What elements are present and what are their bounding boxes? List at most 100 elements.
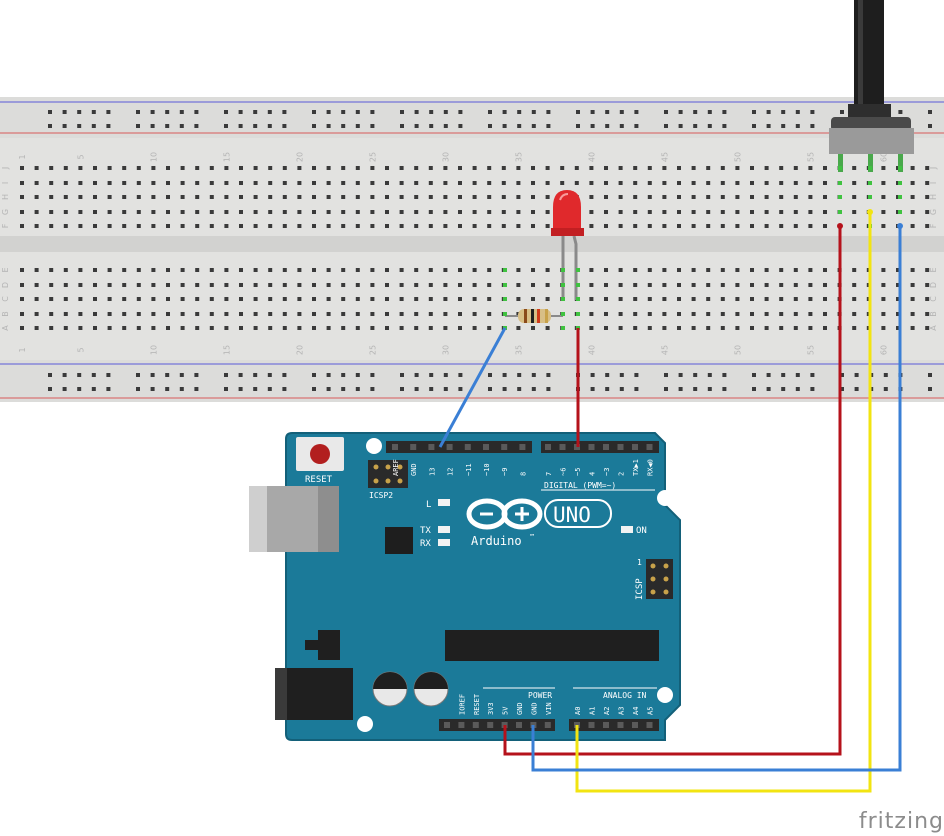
breadboard-hole [136, 210, 141, 214]
rail-hole [165, 110, 170, 114]
breadboard-hole [355, 166, 360, 170]
rail-hole [722, 110, 727, 114]
rail-hole [517, 373, 522, 377]
mounting-hole [657, 490, 673, 506]
breadboard-hole [545, 326, 550, 330]
breadboard-hole [706, 283, 711, 287]
breadboard-hole [34, 283, 39, 287]
breadboard-hole [779, 166, 784, 170]
rail-hole [752, 387, 756, 391]
breadboard-hole [136, 224, 141, 228]
rail-hole [752, 110, 756, 114]
breadboard-hole [107, 224, 112, 228]
rail-hole [590, 373, 595, 377]
breadboard-hole [487, 210, 492, 214]
rail-hole [429, 124, 434, 128]
breadboard-hole [326, 268, 331, 272]
breadboard-hole [764, 312, 769, 316]
breadboard-hole [49, 297, 54, 301]
breadboard-hole [136, 195, 141, 199]
digital-pin-label: ~5 [574, 468, 582, 476]
header-pin [472, 722, 479, 728]
breadboard-hole [107, 181, 112, 185]
breadboard-hole [312, 283, 316, 287]
connected-hole [868, 181, 872, 185]
breadboard-hole [574, 181, 579, 185]
breadboard-hole [282, 326, 287, 330]
analog-pin-label: A4 [632, 707, 640, 715]
analog-in-label: ANALOG IN [603, 691, 647, 700]
breadboard-hole [166, 297, 170, 301]
header-pin [501, 444, 508, 450]
reset-button [296, 437, 344, 471]
breadboard-hole [443, 224, 448, 228]
breadboard-hole [750, 195, 754, 199]
rail-hole [282, 124, 287, 128]
breadboard-hole [735, 224, 740, 228]
rail-hole [795, 124, 800, 128]
rail-hole [634, 373, 639, 377]
rail-hole [619, 373, 624, 377]
breadboard-hole [224, 166, 229, 170]
breadboard-hole [618, 312, 623, 316]
breadboard-hole [399, 283, 404, 287]
breadboard-hole [735, 195, 740, 199]
breadboard-hole [326, 283, 331, 287]
connected-hole [898, 166, 902, 170]
breadboard-hole [166, 283, 170, 287]
breadboard-hole [209, 297, 214, 301]
breadboard-hole [910, 283, 915, 287]
rail-hole [722, 387, 727, 391]
rail-hole [179, 124, 184, 128]
breadboard-hole [428, 166, 433, 170]
breadboard-hole [443, 312, 448, 316]
rail-hole [150, 124, 155, 128]
breadboard-hole [545, 224, 550, 228]
breadboard-hole [253, 268, 258, 272]
breadboard-hole [399, 166, 404, 170]
breadboard-hole [312, 195, 316, 199]
breadboard-hole [633, 297, 638, 301]
breadboard-hole [180, 181, 185, 185]
digital-pin-label: 7 [545, 472, 553, 476]
breadboard-hole [647, 268, 652, 272]
breadboard-hole [531, 283, 535, 287]
rail-hole [531, 373, 536, 377]
breadboard-hole [414, 181, 419, 185]
breadboard-hole [312, 312, 316, 316]
breadboard-hole [370, 181, 375, 185]
breadboard-hole [107, 297, 112, 301]
breadboard-hole [385, 268, 389, 272]
rail-hole [238, 124, 243, 128]
rail-hole [414, 124, 419, 128]
breadboard-hole [852, 312, 857, 316]
breadboard-hole [34, 195, 39, 199]
rail-hole [928, 110, 932, 114]
connected-hole [561, 312, 565, 316]
rail-hole [795, 387, 800, 391]
breadboard-hole [78, 210, 83, 214]
rail-hole [136, 124, 140, 128]
breadboard-hole [750, 166, 754, 170]
rail-hole [854, 373, 859, 377]
breadboard-hole [107, 195, 112, 199]
breadboard-hole [896, 297, 900, 301]
breadboard-hole [706, 181, 711, 185]
breadboard-hole [750, 224, 754, 228]
breadboard-hole [355, 312, 360, 316]
rail-hole [810, 373, 815, 377]
analog-pin-label: A3 [618, 707, 626, 715]
header-pin [458, 722, 465, 728]
breadboard-hole [487, 166, 492, 170]
connected-hole [576, 312, 580, 316]
rail-hole [883, 373, 888, 377]
l-led [438, 499, 450, 506]
icsp-one-label: 1 [637, 558, 642, 567]
breadboard-hole [20, 268, 24, 272]
breadboard-hole [107, 268, 112, 272]
header-pin [646, 722, 653, 728]
breadboard-hole [180, 312, 185, 316]
breadboard-hole [516, 283, 521, 287]
rail-hole [810, 110, 815, 114]
breadboard-hole [647, 297, 652, 301]
